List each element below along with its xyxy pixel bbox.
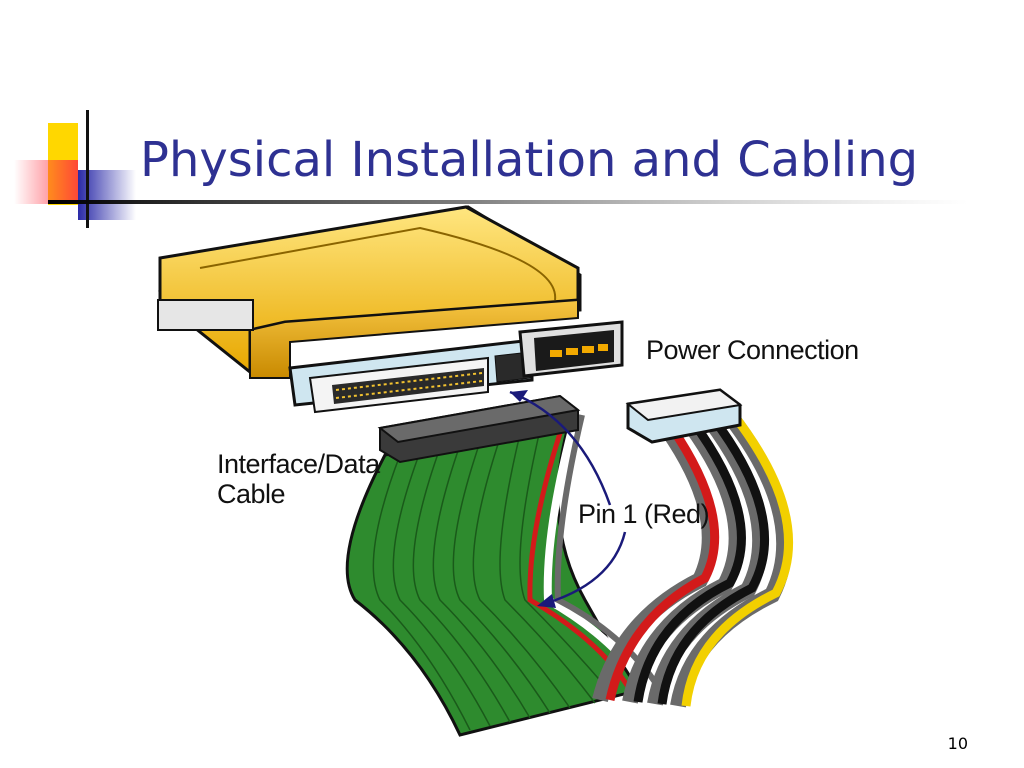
title-underline [48, 200, 968, 204]
accent-vertical-line [86, 110, 89, 228]
interface-data-label: Interface/Data [217, 449, 380, 479]
pin-1-arrows [509, 390, 627, 608]
interface-data-cable [345, 414, 658, 737]
hard-drive [157, 205, 582, 379]
ribbon-connector [377, 394, 581, 464]
cable-label: Cable [217, 479, 286, 509]
page-number: 10 [947, 734, 968, 753]
pin-1-label: Pin 1 (Red) [578, 499, 710, 529]
power-connection-label: Power Connection [646, 335, 859, 365]
power-cable [592, 411, 794, 708]
drive-data-connector [288, 338, 534, 414]
drive-power-connector [518, 320, 624, 378]
slide-title: Physical Installation and Cabling [140, 132, 919, 188]
accent-red-block [14, 160, 78, 204]
power-plug [625, 388, 743, 444]
